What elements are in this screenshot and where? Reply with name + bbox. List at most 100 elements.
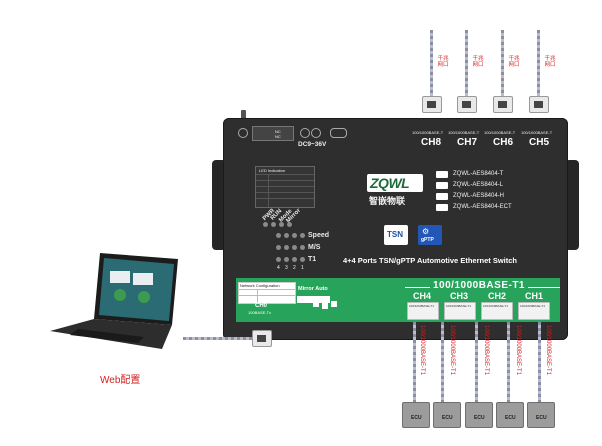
t1-ch1-label: CH1 [525,291,544,301]
port-number: 2 [293,265,296,271]
ecu-module: ECU [465,402,493,428]
rj45-plug [457,96,477,113]
cable-label: 千兆 网口 [542,56,558,68]
port-speed-label: 100/1000BASE-T [412,130,444,135]
polarity-icon [330,128,347,138]
ecu-module: ECU [496,402,524,428]
gptp-badge-text: gPTP [421,237,434,243]
model-checkbox [436,193,448,200]
port-speed-label: 100/1000BASE-T [448,130,480,135]
gptp-badge: ⚙ gPTP [418,225,442,245]
cable-label-line: 网口 [544,62,556,68]
web-config-label: Web配置 [100,375,141,386]
model-name: ZQWL-AES8404-ECT [453,204,512,210]
t1-port-speed: 100/1000BASE-T1 [520,304,546,308]
gptp-gear-icon: ⚙ [422,227,430,236]
cable [430,30,433,96]
product-title: 4+4 Ports TSN/gPTP Automotive Ethernet S… [343,256,517,265]
mirror-switch [297,296,330,303]
cable [441,322,444,402]
model-checkbox [436,171,448,178]
network-config-panel: Network Configuration [238,282,296,304]
model-name: ZQWL-AES8404-T [453,171,504,177]
dip-switch-group [313,301,337,309]
tsn-badge: TSN [384,225,408,245]
model-checkbox [436,182,448,189]
t1-ch3-label: CH3 [450,291,469,301]
t1-port-ch2: 100/1000BASE-T1 [481,302,513,320]
led-mirror [287,222,292,227]
port-speed-label: 100/1000BASE-T [484,130,516,135]
cable-label-line: 千兆 [508,56,520,62]
tsn-badge-text: TSN [387,230,403,239]
brand-logo-text: ZQWL [370,175,410,191]
led-row-speed: Speed [308,232,330,239]
ch0-speed-label: 100BASE-Tx [248,310,272,315]
cable-label: 千兆 网口 [435,56,451,68]
port-name-ch6: CH6 [493,137,514,148]
t1-port-ch1: 100/1000BASE-T1 [518,302,550,320]
port-speed-label: 100/1000BASE-T [521,130,553,135]
cable-label: 100/1000BASE-T1 [419,325,425,376]
ecu-module: ECU [433,402,461,428]
ecu-module: ECU [402,402,430,428]
cable-label-line: 千兆 [472,56,484,62]
cable [537,30,540,96]
cable-label: 100/1000BASE-T1 [545,325,551,376]
rj45-plug [422,96,442,113]
ecu-label: ECU [411,415,422,421]
power-terminal-icon [311,128,321,138]
ch0-label: CH0 [255,303,268,309]
bus-title: 100/1000BASE-T1 [430,280,528,291]
port-name-ch5: CH5 [529,137,550,148]
auto-switch-label: Auto [315,286,328,292]
power-input-label: DC9~36V [298,141,327,148]
cable-label-line: 网口 [508,62,520,68]
web-config-cable [183,337,255,340]
cable-label-line: 千兆 [437,56,449,62]
mounting-flange-left [212,160,226,250]
led-mode [279,222,284,227]
led-row-ms: M/S [308,244,321,251]
t1-port-speed: 100/1000BASE-T1 [483,304,509,308]
cable-label: 100/1000BASE-T1 [449,325,455,376]
cable [501,30,504,96]
led-row-t1: T1 [308,256,317,263]
cable [507,322,510,402]
terminal-block: NC NC [252,126,294,141]
t1-port-ch3: 100/1000BASE-T1 [444,302,476,320]
port-name-ch8: CH8 [421,137,442,148]
port-number: 4 [277,265,280,271]
cable-label-line: 网口 [472,62,484,68]
led-run [271,222,276,227]
laptop-icon [50,253,178,349]
led-pwr [263,222,268,227]
port-number: 1 [301,265,304,271]
cable [538,322,541,402]
terminal-label: NC [275,134,281,139]
cable-label: 100/1000BASE-T1 [483,325,489,376]
ecu-module: ECU [527,402,555,428]
t1-port-ch4: 100/1000BASE-T1 [407,302,439,320]
ecu-label: ECU [474,415,485,421]
cable [475,322,478,402]
model-name: ZQWL-AES8404-L [453,182,504,188]
mode-switch-labels: Mirror Auto [298,286,328,292]
port-name-ch7: CH7 [457,137,478,148]
ground-terminal-icon [238,128,248,138]
t1-port-speed: 100/1000BASE-T1 [409,304,435,308]
port-number: 3 [285,265,288,271]
power-terminal-icon [300,128,310,138]
t1-ch2-label: CH2 [488,291,507,301]
model-name: ZQWL-AES8404-H [453,193,505,199]
cable-label: 100/1000BASE-T1 [515,325,521,376]
terminal-label: NC [275,129,281,134]
led-indication-table: LED Indication [255,166,315,208]
mounting-flange-right [565,160,579,250]
t1-port-speed: 100/1000BASE-T1 [446,304,472,308]
ecu-label: ECU [442,415,453,421]
model-checkbox [436,204,448,211]
rj45-plug [493,96,513,113]
network-config-title: Network Configuration [240,283,280,288]
ecu-label: ECU [536,415,547,421]
